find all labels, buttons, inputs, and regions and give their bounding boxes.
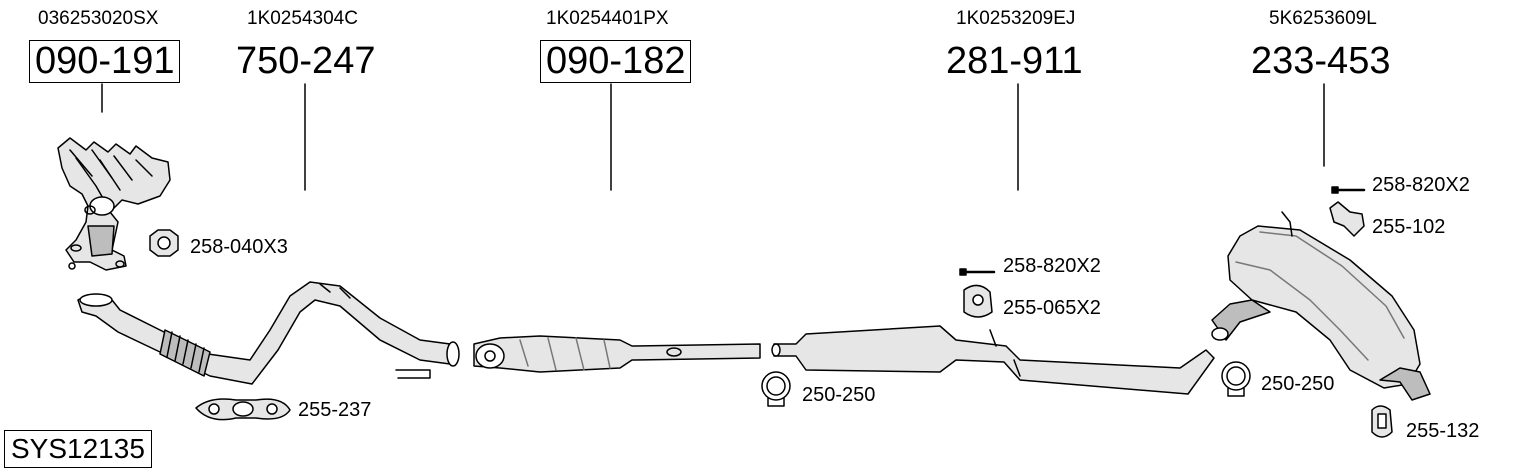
gasket-icon[interactable] [195, 398, 291, 421]
clamp-icon[interactable] [761, 371, 791, 407]
oem-ref-2: 1K0254304C [247, 8, 358, 29]
bracket-icon[interactable] [1329, 201, 1365, 237]
middle-silencer-part[interactable] [771, 325, 1215, 395]
manifold-catalyst-part[interactable] [57, 137, 171, 271]
oem-ref-1: 036253020SX [38, 8, 159, 29]
part-number-1[interactable]: 090-191 [29, 40, 181, 83]
front-pipe-part[interactable] [77, 281, 460, 385]
acc-label-mount-mid[interactable]: 255-065X2 [1003, 297, 1101, 319]
part-number-5[interactable]: 233-453 [1251, 40, 1391, 82]
rear-silencer-part[interactable] [1211, 211, 1431, 401]
oem-ref-3: 1K0254401PX [546, 8, 669, 29]
bolt-icon[interactable] [959, 268, 996, 276]
system-id: SYS12135 [4, 430, 152, 468]
nut-icon[interactable] [149, 229, 179, 257]
acc-label-bolt-rear[interactable]: 258-820X2 [1372, 174, 1470, 196]
acc-label-clamp-1[interactable]: 250-250 [802, 384, 876, 406]
acc-label-gasket[interactable]: 255-237 [298, 399, 372, 421]
acc-label-clamp-2[interactable]: 250-250 [1261, 373, 1335, 395]
rubber-mount-icon[interactable] [963, 284, 993, 318]
acc-label-nut[interactable]: 258-040X3 [190, 236, 288, 258]
part-number-3[interactable]: 090-182 [540, 40, 692, 83]
acc-label-mount-rear[interactable]: 255-132 [1406, 420, 1480, 442]
part-number-2[interactable]: 750-247 [236, 40, 376, 82]
clamp-icon[interactable] [1221, 361, 1251, 397]
acc-label-bolt-mid[interactable]: 258-820X2 [1003, 255, 1101, 277]
part-number-4[interactable]: 281-911 [946, 40, 1083, 82]
oem-ref-5: 5K6253609L [1269, 8, 1377, 29]
catalyst-pipe-part[interactable] [473, 335, 761, 373]
rubber-mount-icon[interactable] [1371, 405, 1393, 438]
acc-label-bracket[interactable]: 255-102 [1372, 216, 1446, 238]
bolt-icon[interactable] [1331, 186, 1366, 194]
oem-ref-4: 1K0253209EJ [956, 8, 1076, 29]
